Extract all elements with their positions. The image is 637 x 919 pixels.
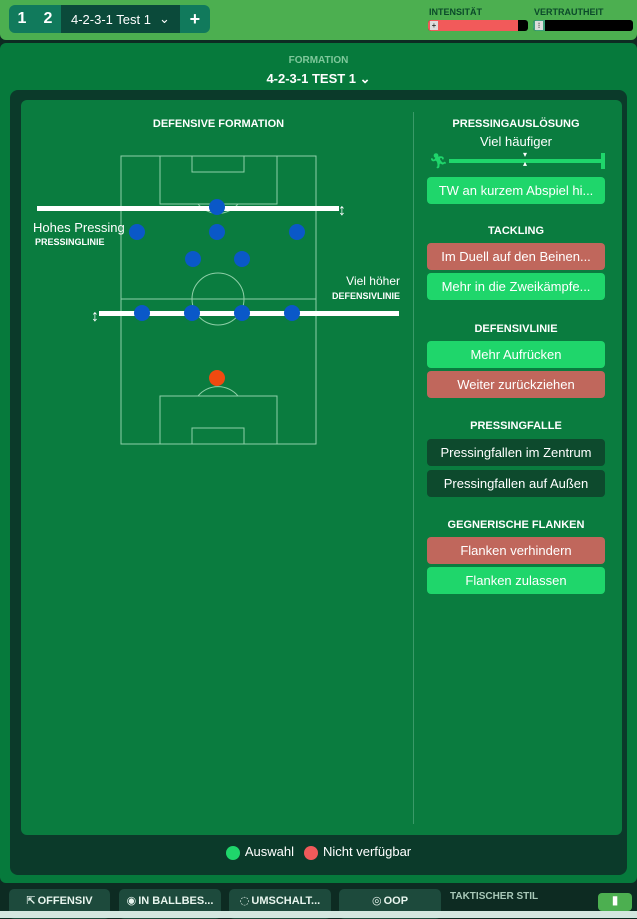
tab-tactic-2[interactable]: 2	[43, 10, 53, 27]
formation-label: FORMATION	[288, 55, 349, 66]
tab-label: UMSCHALT...	[251, 895, 321, 907]
notes-icon: ▮	[611, 893, 619, 907]
familiarity-meter: ⁝	[533, 20, 633, 31]
transition-icon: ◌	[239, 894, 250, 907]
arrow-icon: ⇱	[26, 894, 36, 907]
green-dot-icon	[225, 845, 240, 860]
intensity-meter: +	[428, 20, 528, 31]
intensity-label: INTENSITÄT	[429, 7, 482, 17]
tactic-name: 4-2-3-1 Test 1	[71, 11, 151, 27]
player-dl[interactable]	[134, 305, 150, 321]
formation-name: 4-2-3-1 TEST 1	[266, 71, 357, 86]
pressing-trap-title: PRESSINGFALLE	[470, 420, 562, 432]
pressing-trigger-title: PRESSINGAUSLÖSUNG	[452, 118, 580, 130]
allow-crosses-button[interactable]: Flanken zulassen	[427, 567, 605, 594]
legend: Auswahl Nicht verfügbar	[0, 844, 637, 860]
player-dm-left[interactable]	[185, 251, 201, 267]
add-tactic-button[interactable]: +	[189, 8, 201, 29]
red-dot-icon	[303, 845, 318, 860]
running-player-icon: 🏃︎	[429, 153, 449, 170]
legend-unavailable: Nicht verfügbar	[303, 844, 412, 860]
chevron-down-icon: ⌄	[158, 11, 170, 26]
defensive-line-value: Viel höher	[346, 274, 400, 288]
player-dm-right[interactable]	[234, 251, 250, 267]
defensive-line-title: DEFENSIVLINIE	[474, 323, 558, 335]
slider-handle[interactable]	[601, 153, 605, 169]
defensive-line-label: DEFENSIVLINIE	[331, 291, 400, 301]
tackling-title: TACKLING	[487, 225, 544, 237]
player-goalkeeper[interactable]	[209, 370, 225, 386]
tab-label: IN BALLBES...	[138, 895, 214, 907]
pressing-trigger-value: Viel häufiger	[479, 134, 553, 149]
legend-available-label: Auswahl	[244, 844, 294, 859]
player-dcr[interactable]	[234, 305, 250, 321]
trap-inside-button[interactable]: Pressingfallen im Zentrum	[427, 439, 605, 466]
pressing-line-value: Hohes Pressing	[33, 220, 125, 235]
player-dr[interactable]	[284, 305, 300, 321]
slider-marker-icon: ▾▴	[523, 150, 528, 168]
formation-selector[interactable]: 4-2-3-1 TEST 1 ⌄	[0, 71, 637, 87]
player-amr[interactable]	[289, 224, 305, 240]
player-am[interactable]	[209, 199, 225, 215]
top-bar: 1 2 4-2-3-1 Test 1 ⌄ + INTENSITÄT + VERTR…	[0, 0, 637, 40]
familiarity-icon: ⁝	[535, 21, 543, 30]
drop-off-button[interactable]: Weiter zurückziehen	[427, 371, 605, 398]
legend-unavailable-label: Nicht verfügbar	[322, 844, 412, 859]
pressing-line-label: PRESSINGLINIE	[35, 237, 105, 247]
crosses-title: GEGNERISCHE FLANKEN	[447, 519, 585, 531]
step-up-button[interactable]: Mehr Aufrücken	[427, 341, 605, 368]
ball-icon: ◉	[126, 894, 137, 907]
player-dcl[interactable]	[184, 305, 200, 321]
footer-bar	[0, 911, 637, 918]
pressing-line[interactable]	[37, 206, 339, 211]
pressing-line-handle-icon[interactable]: ↕	[338, 202, 346, 219]
tactics-panel: DEFENSIVE FORMATION ↕ ↕	[21, 100, 622, 835]
pressing-trigger-slider[interactable]	[449, 159, 604, 163]
tab-tactic-1[interactable]: 1	[17, 10, 27, 27]
tab-label: OOP	[383, 895, 409, 907]
defensive-line-handle-icon[interactable]: ↕	[91, 308, 99, 325]
pitch-title: DEFENSIVE FORMATION	[152, 118, 285, 130]
trap-outside-button[interactable]: Pressingfallen auf Außen	[427, 470, 605, 497]
tactical-style-label: TAKTISCHER STIL	[450, 891, 539, 902]
notes-button[interactable]: ▮	[598, 893, 632, 911]
player-aml[interactable]	[129, 224, 145, 240]
get-stuck-in-button[interactable]: Mehr in die Zweikämpfe...	[427, 273, 605, 300]
gk-short-pass-trigger-button[interactable]: TW an kurzem Abspiel hi...	[427, 177, 605, 204]
plus-icon: +	[430, 21, 438, 30]
tab-label: OFFENSIV	[37, 895, 93, 907]
tactic-selector[interactable]: 4-2-3-1 Test 1 ⌄	[61, 5, 180, 33]
pitch: ↕ ↕	[37, 155, 399, 445]
stop-crosses-button[interactable]: Flanken verhindern	[427, 537, 605, 564]
divider	[413, 112, 414, 824]
player-amc[interactable]	[209, 224, 225, 240]
oop-icon: ◎	[371, 894, 382, 907]
chevron-down-icon: ⌄	[359, 71, 371, 86]
stay-on-feet-button[interactable]: Im Duell auf den Beinen...	[427, 243, 605, 270]
legend-available: Auswahl	[225, 844, 294, 860]
familiarity-label: VERTRAUTHEIT	[534, 7, 604, 17]
tactic-tabs: 1 2 4-2-3-1 Test 1 ⌄ +	[9, 5, 210, 33]
